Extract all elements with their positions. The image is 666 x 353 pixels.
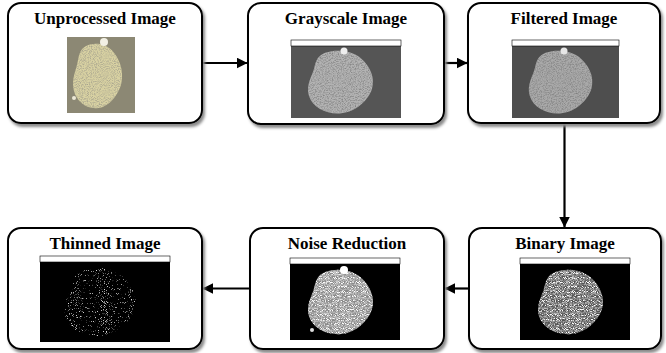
flow-arrow — [563, 124, 565, 227]
process-box: Filtered Image — [467, 2, 661, 124]
photo-filtered — [512, 40, 619, 118]
photo-colour — [67, 37, 135, 113]
process-box: Binary Image — [468, 227, 662, 350]
stage-heading: Unprocessed Image — [34, 9, 176, 29]
flow-arrow — [203, 287, 249, 289]
stage-heading: Binary Image — [515, 234, 615, 254]
stage-heading: Grayscale Image — [285, 9, 407, 29]
photo-thinned — [40, 256, 170, 342]
photo-binary — [520, 258, 630, 340]
process-box: Grayscale Image — [247, 2, 445, 125]
process-box: Noise Reduction — [249, 227, 445, 350]
stage-heading: Noise Reduction — [288, 234, 407, 254]
process-box: Thinned Image — [7, 227, 203, 350]
flow-arrow — [445, 62, 467, 64]
flow-arrow — [203, 62, 247, 64]
process-box: Unprocessed Image — [7, 2, 203, 124]
stage-heading: Filtered Image — [511, 9, 618, 29]
photo-grayscale — [291, 40, 401, 118]
photo-denoised — [290, 258, 400, 340]
flow-arrow — [445, 287, 468, 289]
stage-heading: Thinned Image — [50, 234, 161, 254]
